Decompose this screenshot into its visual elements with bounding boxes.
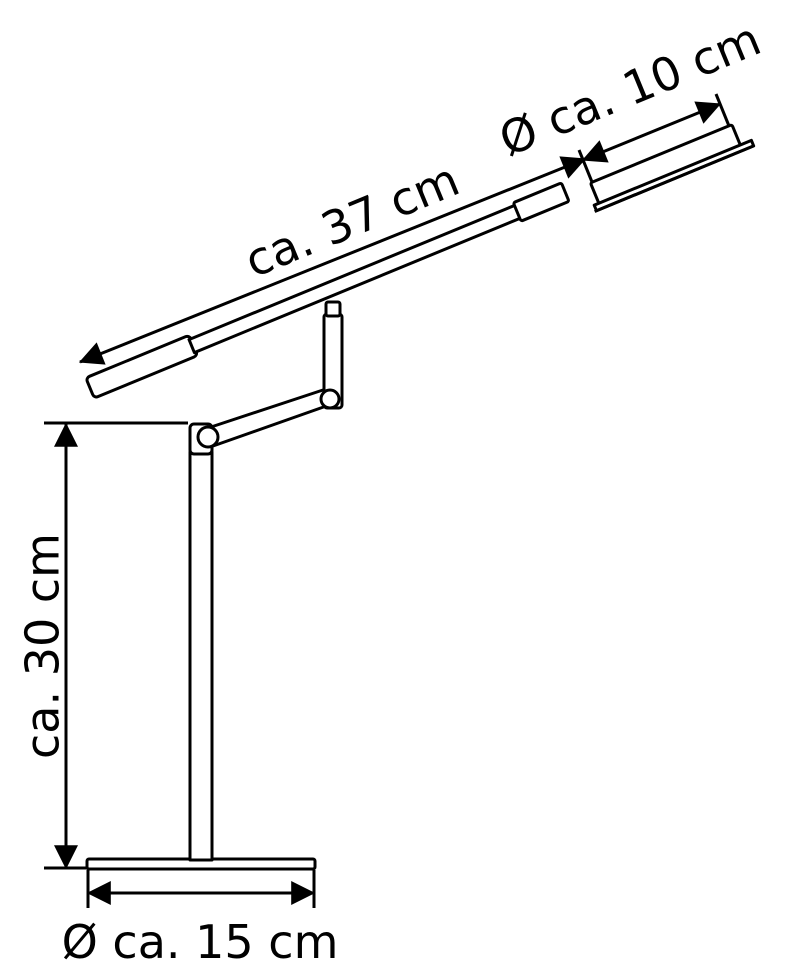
lamp-pole bbox=[188, 422, 214, 862]
base-diameter-label: Ø ca. 15 cm bbox=[62, 915, 339, 969]
height-label: ca. 30 cm bbox=[16, 533, 70, 759]
height-dimension bbox=[44, 421, 188, 870]
lamp-lower-arm bbox=[196, 387, 334, 449]
head-diameter-dimension bbox=[577, 93, 731, 183]
lamp-head bbox=[589, 123, 756, 213]
base-diameter-dimension bbox=[86, 870, 316, 908]
dimension-lines bbox=[44, 93, 731, 908]
arm-length-dimension bbox=[78, 156, 587, 365]
lamp-drawing bbox=[85, 123, 756, 871]
lamp-connector bbox=[319, 300, 344, 410]
